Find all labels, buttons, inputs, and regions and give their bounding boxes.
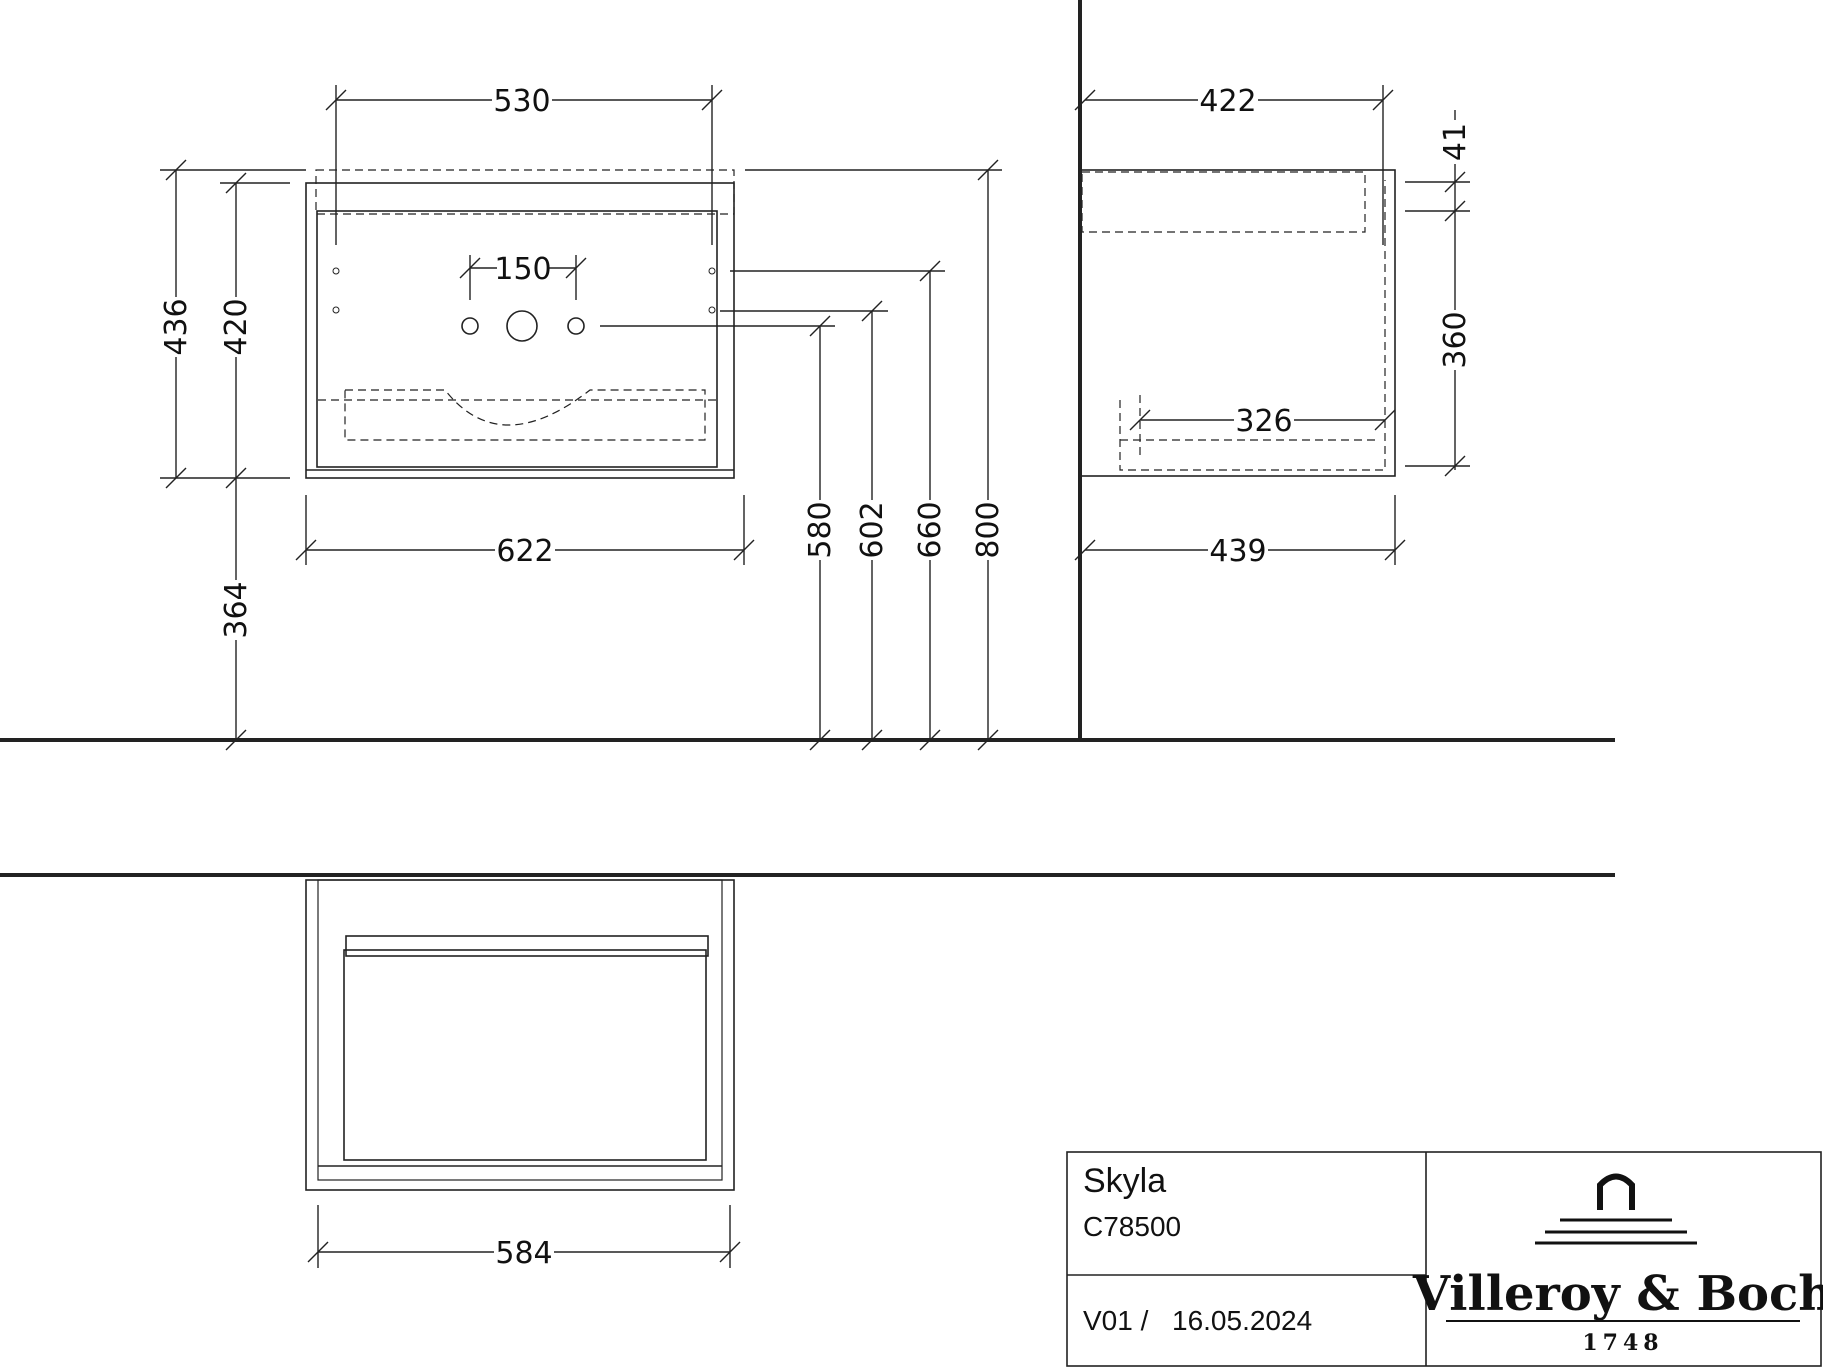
dimension-ticks (165, 89, 1466, 1263)
dim-364: 364 (219, 581, 254, 638)
dim-660: 660 (913, 501, 948, 558)
issue-date: 16.05.2024 (1172, 1305, 1312, 1336)
dim-326: 326 (1235, 404, 1292, 439)
dim-439: 439 (1209, 534, 1266, 569)
dim-530: 530 (493, 84, 550, 119)
tap-hole-right (567, 317, 585, 335)
dim-422: 422 (1199, 84, 1256, 119)
tap-hole-left (461, 317, 479, 335)
dimension-labels: 530 150 622 436 420 364 580 602 660 800 … (159, 84, 1473, 1271)
dim-436: 436 (159, 298, 194, 355)
drawer-front (316, 210, 718, 468)
version-label: V01 / (1083, 1305, 1149, 1336)
dim-584: 584 (495, 1236, 552, 1271)
front-view (305, 169, 735, 479)
mounting-points (332, 267, 716, 314)
brand-year: 1748 (1582, 1330, 1663, 1356)
dim-602: 602 (855, 501, 890, 558)
dim-360: 360 (1438, 311, 1473, 368)
plan-view (305, 879, 735, 1191)
title-block: Skyla C78500 V01 / 16.05.2024 Villeroy &… (1066, 1151, 1823, 1367)
dim-622: 622 (496, 534, 553, 569)
brand-name: Villeroy & Boch (1412, 1266, 1823, 1322)
article-code: C78500 (1083, 1211, 1181, 1242)
dim-150: 150 (494, 252, 551, 287)
plan-outline (305, 879, 735, 1191)
dim-41: 41 (1438, 123, 1473, 161)
dim-420: 420 (219, 298, 254, 355)
dim-580: 580 (803, 501, 838, 558)
dimension-lines (160, 85, 1470, 1268)
brand-logo-icon (1535, 1173, 1697, 1245)
product-name: Skyla (1083, 1162, 1166, 1200)
cabinet-front-outline (305, 182, 735, 479)
drain-hole (506, 310, 538, 342)
dim-800: 800 (971, 501, 1006, 558)
